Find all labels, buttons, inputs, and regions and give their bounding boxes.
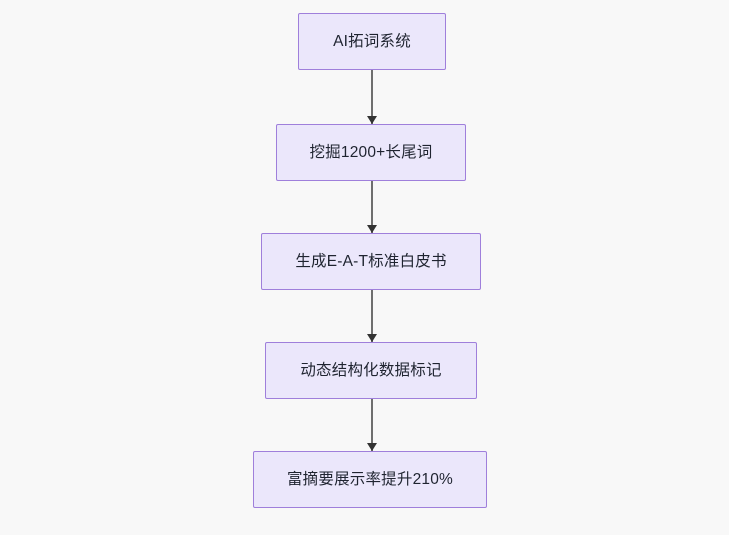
edge-n1-n2 (367, 70, 377, 124)
edge-line (371, 181, 373, 233)
flow-node-label: 富摘要展示率提升210% (286, 470, 454, 488)
arrowhead-icon (367, 225, 377, 233)
flow-node-label: AI拓词系统 (333, 32, 411, 50)
edge-line (371, 290, 373, 342)
arrowhead-icon (367, 334, 377, 342)
flow-node-label: 挖掘1200+长尾词 (309, 143, 433, 161)
edge-n2-n3 (367, 181, 377, 233)
flow-node-ai-keyword-system[interactable]: AI拓词系统 (298, 13, 446, 70)
edge-line (371, 399, 373, 451)
flow-node-label: 生成E-A-T标准白皮书 (295, 252, 447, 270)
edge-line (371, 70, 373, 124)
flow-node-mine-longtail-keywords[interactable]: 挖掘1200+长尾词 (276, 124, 466, 181)
flow-node-generate-eat-whitepaper[interactable]: 生成E-A-T标准白皮书 (261, 233, 481, 290)
arrowhead-icon (367, 116, 377, 124)
arrowhead-icon (367, 443, 377, 451)
flow-node-rich-snippet-rate[interactable]: 富摘要展示率提升210% (253, 451, 487, 508)
edge-n4-n5 (367, 399, 377, 451)
edge-n3-n4 (367, 290, 377, 342)
flow-node-label: 动态结构化数据标记 (300, 361, 442, 379)
flow-node-dynamic-structured-data[interactable]: 动态结构化数据标记 (265, 342, 477, 399)
